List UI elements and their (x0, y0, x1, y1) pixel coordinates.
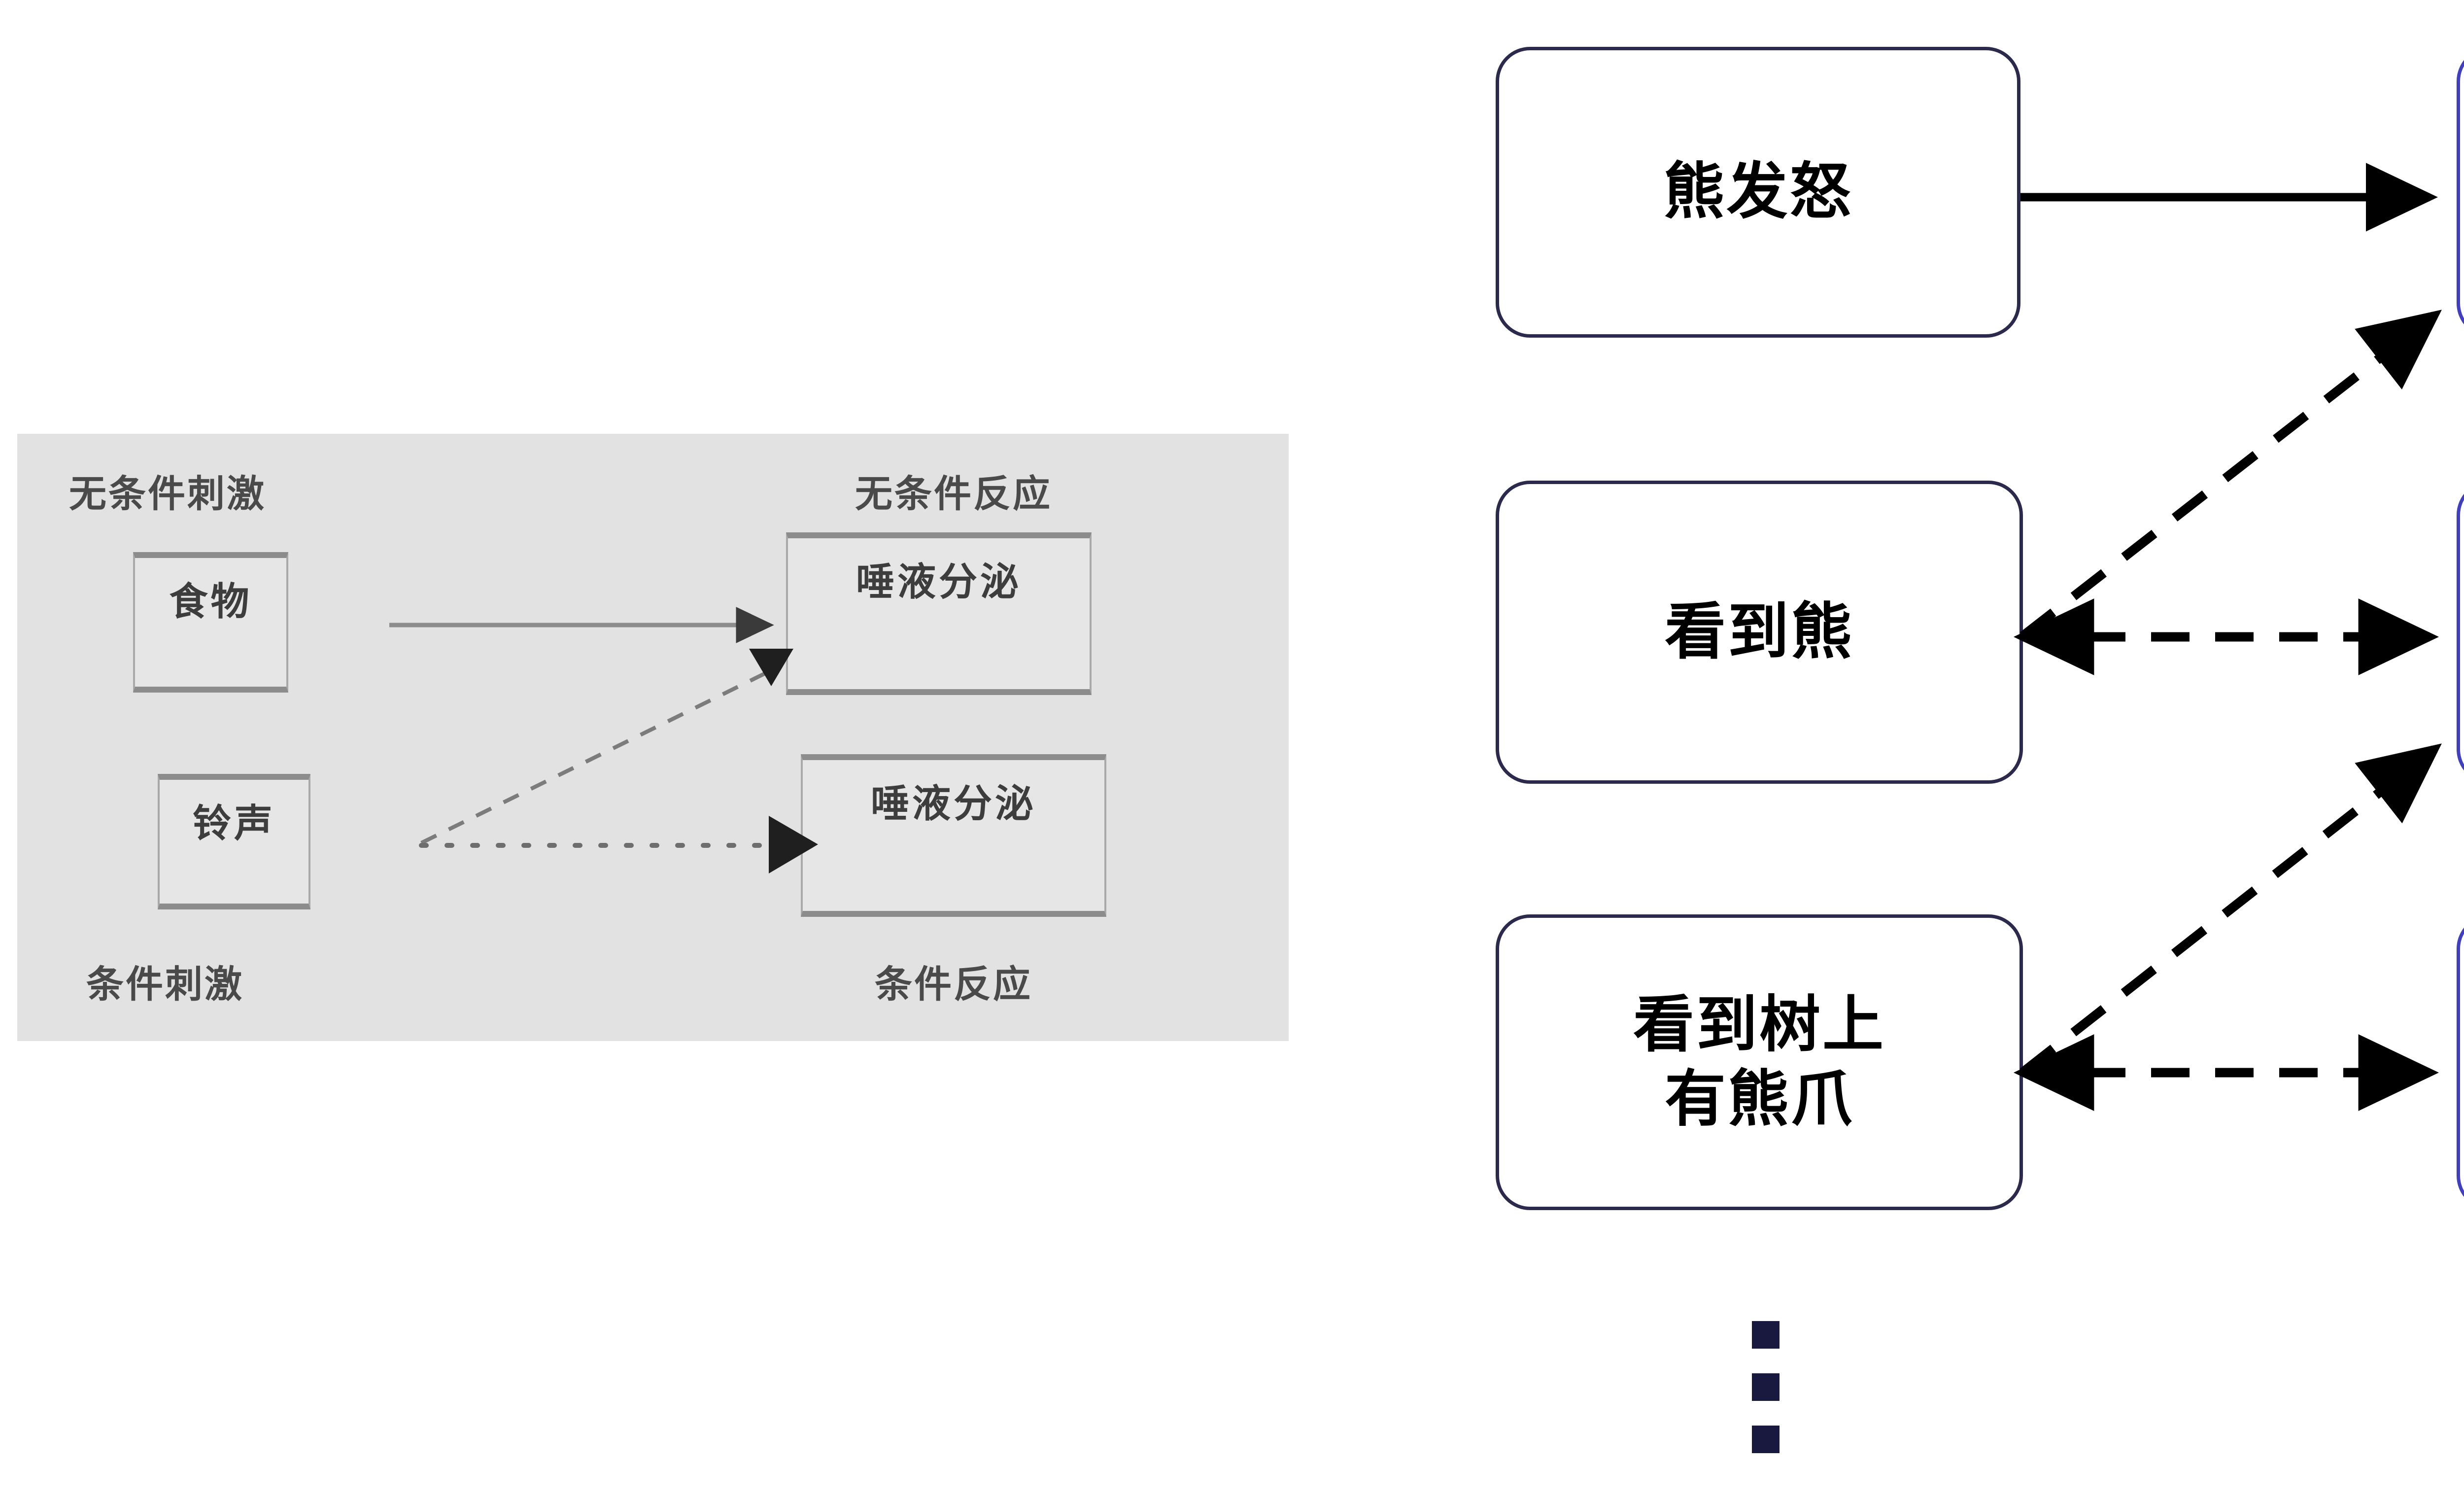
ellipsis-states (1752, 1321, 1780, 1453)
box-food-label: 食物 (169, 580, 252, 623)
box-bell: 铃声 (158, 774, 310, 909)
ellipsis-dot (1752, 1426, 1780, 1453)
node-see-claw-marks[interactable]: 看到树上 有熊爪 (1496, 914, 2023, 1210)
box-salivation-conditioned-label: 唾液分泌 (870, 782, 1036, 825)
ellipsis-dot (1752, 1321, 1780, 1349)
box-food: 食物 (133, 552, 288, 693)
connector-see-bear-to-reward (2020, 310, 2442, 640)
node-v-s[interactable]: V(s) (2457, 914, 2464, 1210)
box-salivation-conditioned: 唾液分泌 (801, 754, 1106, 917)
node-bear-angry[interactable]: 熊发怒 (1496, 47, 2020, 338)
node-reward[interactable]: 奖励 (2457, 47, 2464, 338)
node-bear-angry-label: 熊发怒 (1663, 158, 1853, 226)
label-unconditioned-stimulus: 无条件刺激 (69, 473, 266, 515)
label-conditioned-response: 条件反应 (875, 964, 1032, 1006)
box-bell-label: 铃声 (192, 802, 275, 845)
label-unconditioned-response: 无条件反应 (855, 473, 1052, 515)
label-conditioned-stimulus: 条件刺激 (86, 964, 244, 1006)
classical-conditioning-panel: 无条件刺激 无条件反应 条件刺激 条件反应 食物 唾液分泌 铃声 唾液分泌 (17, 434, 1289, 1041)
node-v-s-prime[interactable]: V(s′) (2457, 481, 2464, 784)
node-see-claw-marks-label: 看到树上 有熊爪 (1633, 990, 1885, 1133)
ellipsis-dot (1752, 1373, 1780, 1401)
connector-see-claw-marks-to-v-s-prime (2020, 743, 2442, 1076)
node-see-bear[interactable]: 看到熊 (1496, 481, 2023, 784)
box-salivation-unconditioned: 唾液分泌 (786, 532, 1092, 695)
node-see-bear-label: 看到熊 (1664, 597, 1854, 666)
box-salivation-unconditioned-label: 唾液分泌 (856, 560, 1022, 603)
